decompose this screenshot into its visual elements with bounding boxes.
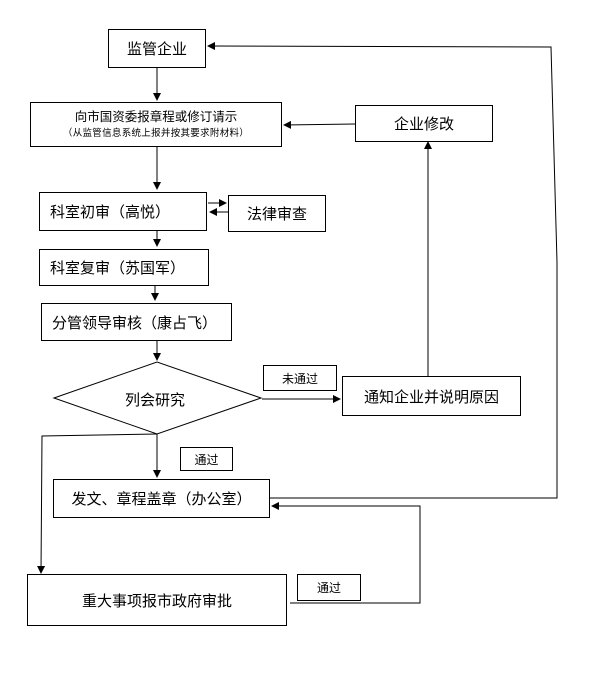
label-passed-2-text: 通过 (316, 581, 341, 595)
node-supervised-enterprise-label: 监管企业 (126, 40, 187, 58)
node-leader-review-label: 分管领导审核（康占飞） (52, 313, 218, 332)
node-notify-enterprise-label: 通知企业并说明原因 (363, 387, 499, 406)
node-notify-enterprise: 通知企业并说明原因 (342, 376, 521, 416)
node-issue-document-label: 发文、章程盖章（办公室） (71, 490, 252, 508)
node-enterprise-revise-label: 企业修改 (393, 115, 454, 133)
node-meeting-study-label: 列会研究 (125, 391, 186, 409)
arrow-meeting-to-major (37, 433, 158, 574)
label-not-passed-text: 未通过 (281, 371, 318, 386)
node-second-review: 科室复审（苏国军） (39, 249, 209, 286)
node-major-matter-report-label: 重大事项报市政府审批 (81, 591, 232, 610)
node-second-review-label: 科室复审（苏国军） (50, 259, 186, 277)
node-supervised-enterprise: 监管企业 (108, 29, 206, 68)
arrow-major-to-issue (271, 502, 421, 604)
node-legal-review-label: 法律审查 (246, 205, 307, 223)
decision-diamond (52, 361, 263, 435)
node-submit-request-title: 向市国资委报章程或修订请示 (74, 108, 238, 124)
label-passed: 通过 (180, 447, 233, 471)
node-first-review-label: 科室初审（高悦） (50, 203, 171, 221)
arrow-revise-to-submit (283, 120, 356, 129)
node-first-review: 科室初审（高悦） (39, 192, 207, 231)
node-issue-document: 发文、章程盖章（办公室） (53, 479, 270, 518)
node-leader-review: 分管领导审核（康占飞） (41, 303, 232, 341)
node-submit-request: 向市国资委报章程或修订请示 （从监管信息系统上报并按其要求附材料） (30, 102, 282, 147)
node-major-matter-report: 重大事项报市政府审批 (27, 574, 287, 626)
node-submit-request-note: （从监管信息系统上报并按其要求附材料） (62, 127, 250, 139)
arrow-issue-to-enterprise (207, 42, 558, 499)
label-passed-2: 通过 (297, 574, 361, 601)
node-legal-review: 法律审查 (228, 195, 326, 232)
label-passed-text: 通过 (194, 452, 219, 467)
node-enterprise-revise: 企业修改 (355, 105, 493, 142)
label-not-passed: 未通过 (263, 365, 337, 391)
